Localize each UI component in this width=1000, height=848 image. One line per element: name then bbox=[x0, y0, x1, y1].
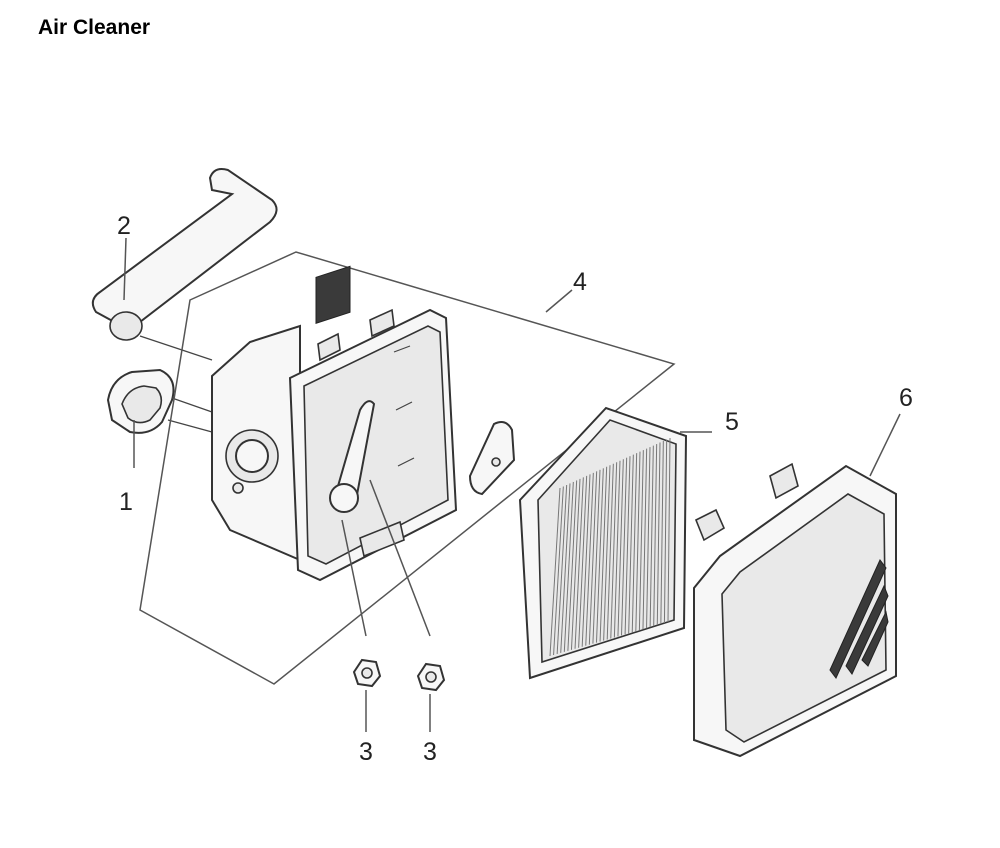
filter-pleat-line bbox=[563, 481, 574, 652]
filter-pleat-line bbox=[570, 478, 581, 650]
gasket-part bbox=[106, 368, 213, 434]
filter-pleat-line bbox=[567, 480, 578, 651]
callout-label-5: 5 bbox=[725, 408, 739, 436]
cover-part bbox=[693, 462, 897, 758]
filter-pleat-line bbox=[642, 448, 648, 630]
filter-pleat-line bbox=[646, 447, 651, 629]
filter-pleat-line bbox=[656, 442, 661, 626]
filter-pleat-line bbox=[635, 451, 641, 632]
assembly-bracket-outline bbox=[139, 251, 676, 685]
filter-pleat-line bbox=[549, 487, 561, 657]
filter-pleat-line bbox=[628, 454, 634, 634]
filter-pleat-line bbox=[603, 465, 611, 641]
filter-pleat-line bbox=[578, 475, 588, 648]
seal-plate-part bbox=[468, 421, 516, 496]
filter-pleat-line bbox=[581, 474, 591, 647]
filter-pleat-line bbox=[592, 469, 601, 644]
callout-label-6: 6 bbox=[899, 384, 913, 412]
filter-pleat-line bbox=[653, 444, 658, 627]
filter-pleat-line bbox=[631, 453, 638, 633]
filter-pleat-line bbox=[613, 460, 621, 638]
filter-pleat-line bbox=[667, 437, 671, 623]
filter-pleat-line bbox=[617, 459, 624, 637]
callout-label-1: 1 bbox=[119, 488, 133, 516]
filter-pleat-line bbox=[585, 472, 594, 646]
filter-pleat-line bbox=[588, 471, 598, 645]
callout-label-3a: 3 bbox=[359, 738, 373, 766]
filter-pleat-line bbox=[556, 484, 568, 654]
filter-pleat-line bbox=[624, 456, 631, 635]
filter-element-part bbox=[518, 406, 688, 680]
filter-pleat-line bbox=[610, 462, 618, 639]
leader-lines bbox=[123, 237, 901, 732]
filter-pleat-line bbox=[621, 457, 628, 636]
filter-pleat-line bbox=[660, 441, 664, 625]
filter-pleat-line bbox=[599, 466, 608, 642]
filter-pleat-line bbox=[663, 439, 668, 624]
filter-pleat-line bbox=[606, 463, 614, 640]
filter-pleat-line bbox=[553, 486, 564, 655]
callout-label-4: 4 bbox=[573, 268, 587, 296]
filter-pleat-line bbox=[595, 468, 604, 643]
air-cleaner-base-part bbox=[211, 265, 458, 582]
diagram-title: Air Cleaner bbox=[38, 16, 151, 39]
filter-pleat-line bbox=[560, 483, 571, 653]
filter-pleats bbox=[549, 437, 671, 657]
filter-pleat-line bbox=[638, 450, 644, 631]
callout-label-3b: 3 bbox=[423, 738, 437, 766]
callout-label-2: 2 bbox=[117, 212, 131, 240]
nut-part-left bbox=[352, 658, 382, 688]
filter-pleat-line bbox=[649, 445, 654, 628]
filter-pleat-line bbox=[574, 477, 584, 649]
nut-part-right bbox=[416, 662, 446, 692]
breather-tube-part bbox=[91, 168, 278, 361]
